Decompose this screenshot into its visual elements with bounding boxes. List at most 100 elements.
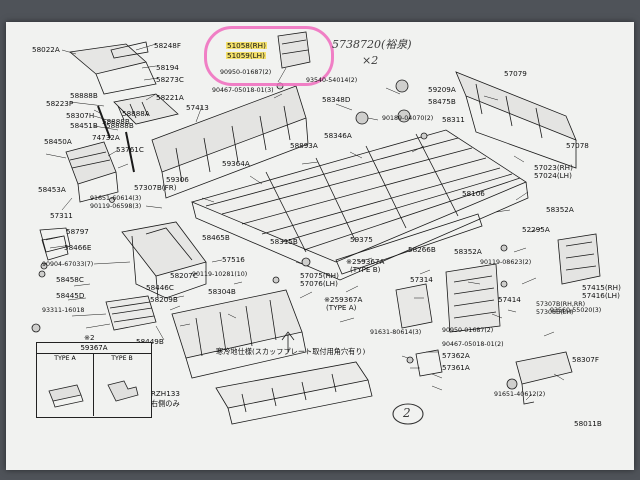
part-label: 52295A [522, 225, 550, 234]
part-label: (TYPE B) [350, 265, 381, 274]
part-label: 90467-05018-01(2) [442, 341, 504, 348]
footnote: ※3 右側のみ [138, 399, 180, 408]
highlighted-part-label: 51059(LH) [226, 51, 266, 60]
part-label: 58194 [156, 63, 179, 72]
part-label: 91651-40612(2) [494, 391, 546, 398]
type-b-clip-drawing [107, 380, 139, 402]
part-label: 58453A [38, 185, 66, 194]
part-label: 58207C [170, 271, 198, 280]
part-label: 58106 [462, 189, 485, 198]
part-label: 57516 [222, 255, 245, 264]
handwritten-highlight-circle [204, 26, 334, 86]
part-label: 91631-80614(3) [370, 329, 422, 336]
part-label: 90950-01687(2) [220, 69, 272, 76]
part-label: 90904-67033(7) [42, 261, 94, 268]
parts-diagram-sheet: 58022A 58248F 58194 58273C 58888B 58223P… [6, 22, 634, 470]
part-label: 58450A [44, 137, 72, 146]
part-label: 58209B [150, 295, 178, 304]
type-legend-box: 59367A TYPE A TYPE B [36, 342, 152, 418]
highlighted-part-label: 51058(RH) [226, 41, 267, 50]
part-label: 58352A [454, 247, 482, 256]
type-a-cell: TYPE A [37, 353, 94, 416]
part-label: 90119-08623(2) [480, 259, 532, 266]
part-label: 58451B [70, 121, 98, 130]
part-label: 93540-54014(2) [306, 77, 358, 84]
part-label: 58445D [56, 291, 85, 300]
part-label: 57023(RH) [534, 163, 573, 172]
part-label: 90189-04070(2) [382, 115, 434, 122]
type-a-label: TYPE A [54, 355, 76, 362]
part-label: 59375 [350, 235, 373, 244]
part-label: 58797 [66, 227, 89, 236]
part-label: 57024(LH) [534, 171, 572, 180]
footnote: ※1 RZH133 [138, 389, 180, 398]
part-label: ※259367A [346, 257, 385, 266]
type-b-cell: TYPE B [94, 353, 150, 416]
part-label: 57307B(FR) [134, 183, 177, 192]
part-label: 58315B [270, 237, 298, 246]
part-label: 57076(LH) [300, 279, 338, 288]
part-label: 57361A [442, 363, 470, 372]
handwritten-multiplier: ×2 [362, 54, 379, 67]
part-label: 57307B(RH,RR) [536, 301, 586, 308]
part-label: 58893A [290, 141, 318, 150]
part-label: 90119-10281(10) [192, 271, 248, 278]
part-label: 57078 [566, 141, 589, 150]
part-label: 53761C [116, 145, 144, 154]
part-label: 59209A [428, 85, 456, 94]
figure-id: 58011B [574, 419, 602, 428]
part-label: 93560-55020(3) [550, 307, 602, 314]
part-label: 58888B [102, 117, 130, 126]
part-label: 58888B [70, 91, 98, 100]
part-label: 93311-16018 [42, 307, 85, 314]
part-label: 58266B [408, 245, 436, 254]
legend-part-number: 59367A [37, 343, 151, 354]
handwritten-note: 5738720(裕泉) [332, 38, 412, 51]
part-label: 58446C [146, 283, 174, 292]
cold-region-note: 寒冷地仕様(スカッフプレート取付用角穴有り) [216, 347, 366, 356]
part-label: 58888A [122, 109, 150, 118]
part-label: 57311 [50, 211, 73, 220]
part-label: 57413 [186, 103, 209, 112]
part-label: 58888B [106, 121, 134, 130]
part-label: 58311 [442, 115, 465, 124]
part-label: 58458C [56, 275, 84, 284]
type-b-label: TYPE B [111, 355, 133, 362]
part-label: 57416(LH) [582, 291, 620, 300]
part-label: 58465B [202, 233, 230, 242]
part-label: 58248F [154, 41, 181, 50]
part-label: 58352A [546, 205, 574, 214]
part-label: (TYPE A) [326, 303, 357, 312]
part-label: 57079 [504, 69, 527, 78]
part-label: 58223P [46, 99, 74, 108]
part-label: 74732A [92, 133, 120, 142]
exploded-view-drawing [31, 31, 601, 425]
part-label: 58348D [322, 95, 351, 104]
part-label: 59364A [222, 159, 250, 168]
part-label: 57314 [410, 275, 433, 284]
part-label: 57075(RH) [300, 271, 339, 280]
part-label: 57415(RH) [582, 283, 621, 292]
part-label: 58346A [324, 131, 352, 140]
part-label: 58307F [572, 355, 599, 364]
part-label: 90119-06598(3) [90, 203, 142, 210]
part-label: ※259367A [324, 295, 363, 304]
part-label: 58449B [136, 338, 164, 345]
type-a-clip-drawing [48, 384, 84, 408]
part-label: 58273C [156, 75, 184, 84]
circled-number: 2 [403, 406, 411, 420]
part-label: 58022A [32, 45, 60, 54]
footnote: ※2 [84, 333, 95, 342]
part-label: 90950-01687(2) [442, 327, 494, 334]
part-label: 90467-05018-01(3) [212, 87, 274, 94]
part-label: 57308B(LH) [536, 309, 574, 316]
part-label: 57362A [442, 351, 470, 360]
part-label: 91651-60614(3) [90, 195, 142, 202]
part-label: 59306 [166, 175, 189, 184]
part-label: 58221A [156, 93, 184, 102]
part-label: 58307H [66, 111, 95, 120]
part-label: 57414 [498, 295, 521, 304]
part-label: 58304B [208, 287, 236, 296]
part-label: 58475B [428, 97, 456, 106]
part-label: 58466E [64, 243, 92, 252]
